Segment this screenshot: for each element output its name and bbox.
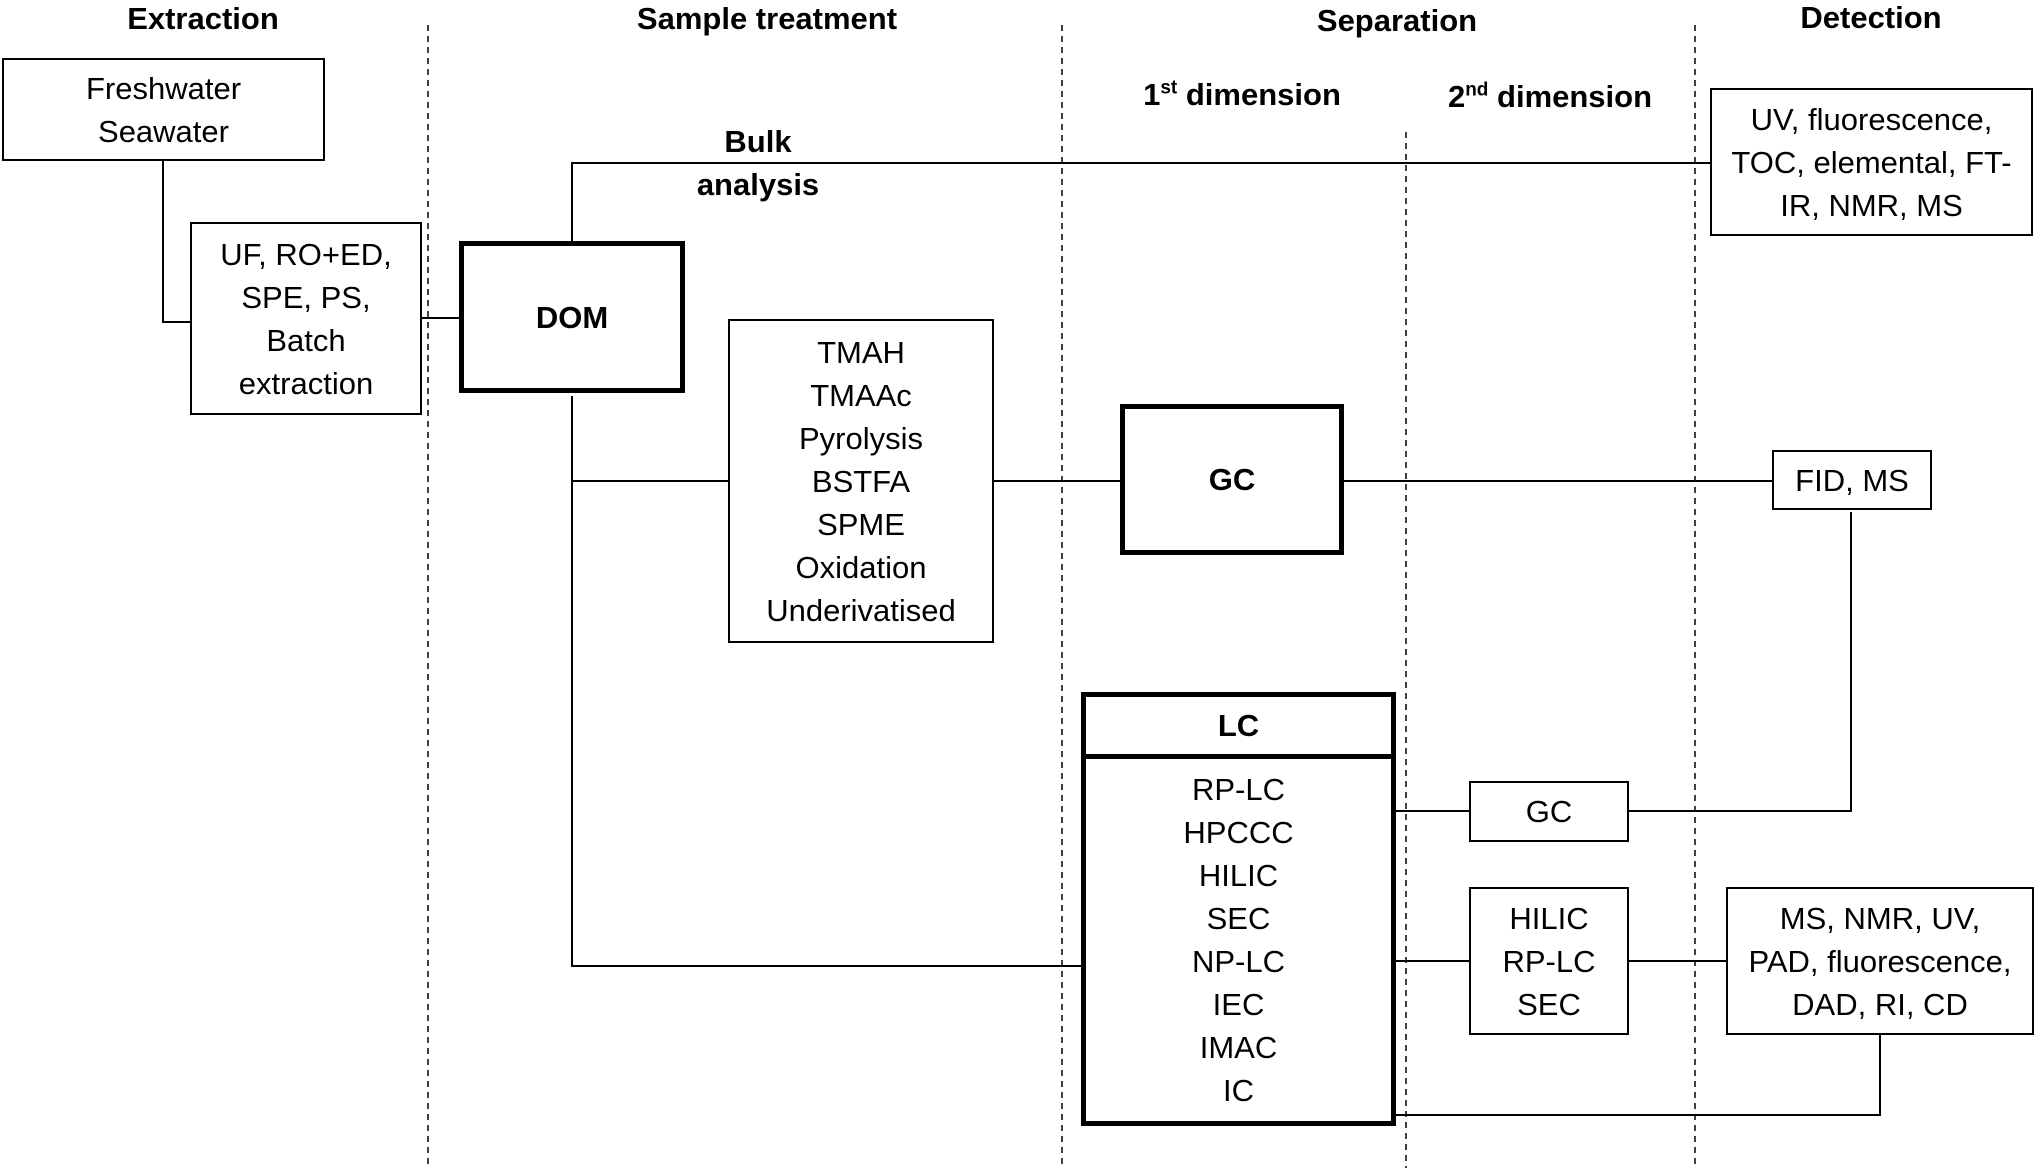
connector-gc-second-to-fid-ms — [1629, 512, 1852, 812]
header-extraction: Extraction — [127, 1, 279, 36]
lc-method-item: HPCCC — [1183, 815, 1294, 850]
header-first-dimension: 1st dimension — [1112, 78, 1372, 112]
lc-method-item: IC — [1223, 1073, 1254, 1108]
fid-ms-label: FID, MS — [1795, 462, 1909, 498]
lc-detection-line: MS, NMR, UV, — [1779, 900, 1981, 936]
fid-ms-box: FID, MS — [1772, 450, 1932, 510]
bulk-detection-box: UV, fluorescence, TOC, elemental, FT- IR… — [1710, 88, 2033, 236]
lc-detection-box: MS, NMR, UV, PAD, fluorescence, DAD, RI,… — [1726, 887, 2034, 1035]
lc-detection-line: DAD, RI, CD — [1792, 986, 1968, 1022]
connector-dom-trunk — [571, 396, 1085, 967]
header-sample-treatment: Sample treatment — [636, 1, 898, 36]
dom-label: DOM — [535, 299, 609, 335]
first-dimension-number: 1 — [1143, 77, 1161, 112]
extraction-methods-box: UF, RO+ED, SPE, PS, Batch extraction — [190, 222, 422, 415]
derivatisation-line: Oxidation — [795, 549, 927, 585]
lc-second-dimension-box: HILIC RP-LC SEC — [1469, 887, 1629, 1035]
extraction-method-line: SPE, PS, — [241, 279, 371, 315]
derivatisation-box: TMAH TMAAc Pyrolysis BSTFA SPME Oxidatio… — [728, 319, 994, 643]
bulk-analysis-label: Bulk analysis — [660, 120, 856, 206]
lc-first-dimension-box: LC RP-LC HPCCC HILIC SEC NP-LC IEC IMAC … — [1081, 692, 1396, 1126]
connector-water-to-extraction — [162, 161, 190, 323]
lc-second-method: SEC — [1517, 986, 1581, 1022]
lc-method-item: SEC — [1206, 901, 1271, 936]
dom-box: DOM — [459, 241, 685, 393]
lc-method-item: IMAC — [1199, 1030, 1278, 1065]
second-dimension-suffix: nd — [1465, 79, 1489, 101]
water-sources-box: Freshwater Seawater — [2, 58, 325, 161]
gc-second-dimension-box: GC — [1469, 781, 1629, 842]
lc-title: LC — [1086, 697, 1391, 759]
extraction-method-line: UF, RO+ED, — [220, 236, 392, 272]
lc-method-item: RP-LC — [1191, 772, 1285, 807]
water-source-line: Freshwater — [85, 70, 242, 106]
header-second-dimension: 2nd dimension — [1420, 80, 1680, 114]
bulk-detection-line: UV, fluorescence, — [1750, 101, 1993, 137]
gc-first-dimension-box: GC — [1120, 404, 1344, 555]
second-dimension-number: 2 — [1447, 79, 1466, 114]
derivatisation-line: BSTFA — [811, 463, 911, 499]
first-dimension-suffix: st — [1160, 77, 1178, 99]
lc-method-item: HILIC — [1198, 858, 1279, 893]
connector-dom-to-bulk-detection — [571, 162, 1711, 242]
connector-lc-to-lc-detection — [1395, 1035, 1881, 1116]
derivatisation-line: TMAH — [817, 334, 905, 370]
derivatisation-line: TMAAc — [810, 377, 912, 413]
derivatisation-line: Underivatised — [766, 592, 956, 628]
derivatisation-line: SPME — [817, 506, 905, 542]
bulk-analysis-line: Bulk — [724, 124, 792, 159]
bulk-detection-line: TOC, elemental, FT- — [1731, 144, 2012, 180]
extraction-method-line: extraction — [238, 365, 374, 401]
lc-second-method: RP-LC — [1502, 943, 1596, 979]
lc-method-item: NP-LC — [1191, 944, 1285, 979]
lc-method-item: IEC — [1212, 987, 1265, 1022]
first-dimension-label: dimension — [1177, 77, 1341, 112]
bulk-analysis-line: analysis — [696, 167, 820, 202]
derivatisation-line: Pyrolysis — [798, 420, 923, 456]
header-separation: Separation — [1316, 3, 1478, 38]
second-dimension-label: dimension — [1488, 79, 1653, 114]
header-detection: Detection — [1800, 0, 1942, 35]
bulk-detection-line: IR, NMR, MS — [1780, 187, 1963, 223]
gc-first-label: GC — [1208, 462, 1256, 497]
lc-detection-line: PAD, fluorescence, — [1748, 943, 2012, 979]
extraction-method-line: Batch — [266, 322, 346, 358]
gc-second-label: GC — [1525, 794, 1573, 829]
lc-second-method: HILIC — [1509, 900, 1589, 936]
water-source-line: Seawater — [98, 113, 229, 149]
lc-methods-list: RP-LC HPCCC HILIC SEC NP-LC IEC IMAC IC — [1086, 759, 1391, 1121]
